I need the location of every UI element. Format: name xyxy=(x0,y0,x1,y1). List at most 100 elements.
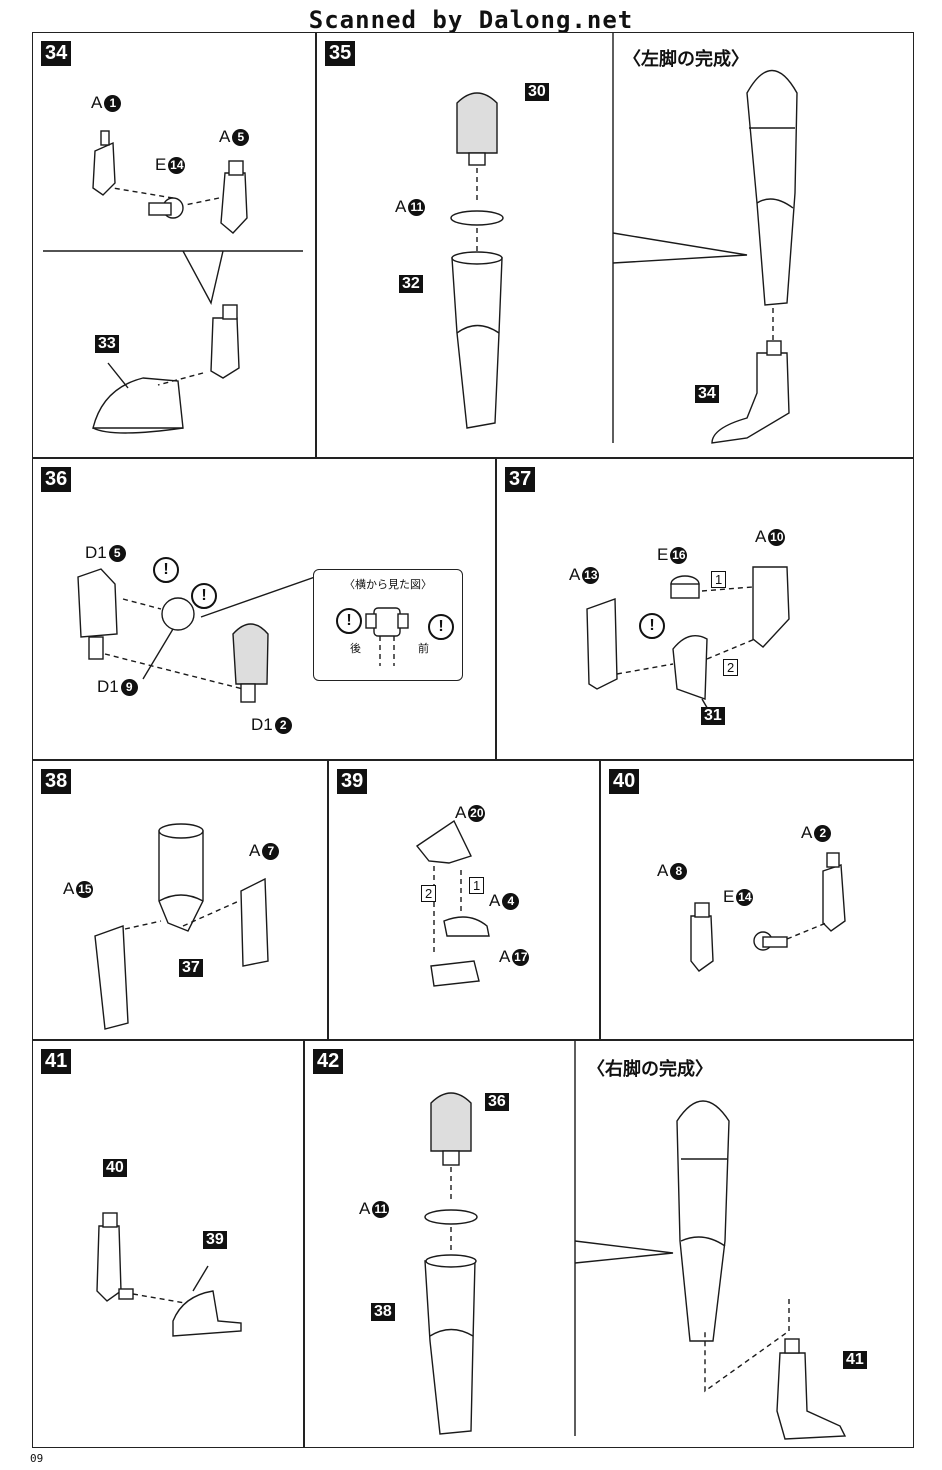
step-number: 35 xyxy=(325,41,356,66)
part-num: 9 xyxy=(120,679,138,696)
assembly-ref: 31 xyxy=(701,707,725,725)
runner: A xyxy=(219,127,231,146)
assembly-ref: 33 xyxy=(95,335,119,353)
side-view-callout: 〈横から見た図〉 ! ! 後 前 xyxy=(313,569,463,681)
part-num: 17 xyxy=(512,949,530,966)
runner: A xyxy=(569,565,581,584)
runner: D1 xyxy=(251,715,273,734)
step-36-illustration xyxy=(77,568,316,703)
order-marker: 2 xyxy=(723,659,739,676)
part-num: 14 xyxy=(168,157,186,174)
part-num: 4 xyxy=(502,893,520,910)
step-number: 40 xyxy=(609,769,640,794)
part-num: 2 xyxy=(814,825,832,842)
runner: D1 xyxy=(97,677,119,696)
runner: A xyxy=(755,527,767,546)
assembly-ref: 40 xyxy=(103,1159,127,1177)
part-num: 14 xyxy=(736,889,754,906)
step-35-illustration xyxy=(450,33,798,444)
runner: E xyxy=(155,155,167,174)
assembly-ref: 37 xyxy=(179,959,203,977)
runner: E xyxy=(723,887,735,906)
page-number: 09 xyxy=(30,1452,44,1465)
step-number: 41 xyxy=(41,1049,72,1074)
callout-title: 〈横から見た図〉 xyxy=(344,578,432,591)
part-num: 11 xyxy=(372,1201,390,1218)
part-num: 1 xyxy=(104,95,122,112)
order-marker: 1 xyxy=(711,571,727,588)
runner: A xyxy=(801,823,813,842)
assembly-ref: 30 xyxy=(525,83,549,101)
caution-icon: ! xyxy=(336,608,362,634)
step-37-illustration xyxy=(586,566,790,712)
runner: A xyxy=(489,891,501,910)
caution-icon: ! xyxy=(153,557,179,583)
part-num: 15 xyxy=(76,881,94,898)
runner: E xyxy=(657,545,669,564)
step-number: 36 xyxy=(41,467,72,492)
runner: A xyxy=(657,861,669,880)
runner: A xyxy=(499,947,511,966)
left-leg-complete-title: 〈左脚の完成〉 xyxy=(623,49,749,70)
front-label: 前 xyxy=(418,642,429,655)
part-num: 8 xyxy=(670,863,688,880)
part-num: 5 xyxy=(108,545,126,562)
step-34-illustration xyxy=(43,130,303,434)
step-41-panel: 41 40 39 xyxy=(32,1040,304,1448)
assembly-ref: 36 xyxy=(485,1093,509,1111)
scanner-watermark: Scanned by Dalong.net xyxy=(308,6,634,34)
assembly-ref: 32 xyxy=(399,275,423,293)
runner: A xyxy=(91,93,103,112)
step-38-illustration xyxy=(94,823,269,1030)
part-num: 13 xyxy=(582,567,600,584)
side-view-illustration xyxy=(365,607,409,666)
step-number: 37 xyxy=(505,467,536,492)
caution-icon: ! xyxy=(639,613,665,639)
assembly-ref: 38 xyxy=(371,1303,395,1321)
step-40-illustration xyxy=(690,852,846,972)
runner: A xyxy=(63,879,75,898)
assembly-ref: 39 xyxy=(203,1231,227,1249)
part-num: 5 xyxy=(232,129,250,146)
runner: D1 xyxy=(85,543,107,562)
runner: A xyxy=(359,1199,371,1218)
part-num: 20 xyxy=(468,805,486,822)
runner: A xyxy=(395,197,407,216)
assembly-ref: 34 xyxy=(695,385,719,403)
step-39-illustration xyxy=(415,819,490,987)
step-number: 34 xyxy=(41,41,72,66)
order-marker: 1 xyxy=(469,877,485,894)
runner: A xyxy=(455,803,467,822)
step-number: 38 xyxy=(41,769,72,794)
right-leg-complete-title: 〈右脚の完成〉 xyxy=(587,1059,713,1080)
back-label: 後 xyxy=(350,642,361,655)
step-42-illustration xyxy=(424,1041,847,1440)
part-num: 10 xyxy=(768,529,786,546)
part-num: 11 xyxy=(408,199,426,216)
part-num: 2 xyxy=(274,717,292,734)
